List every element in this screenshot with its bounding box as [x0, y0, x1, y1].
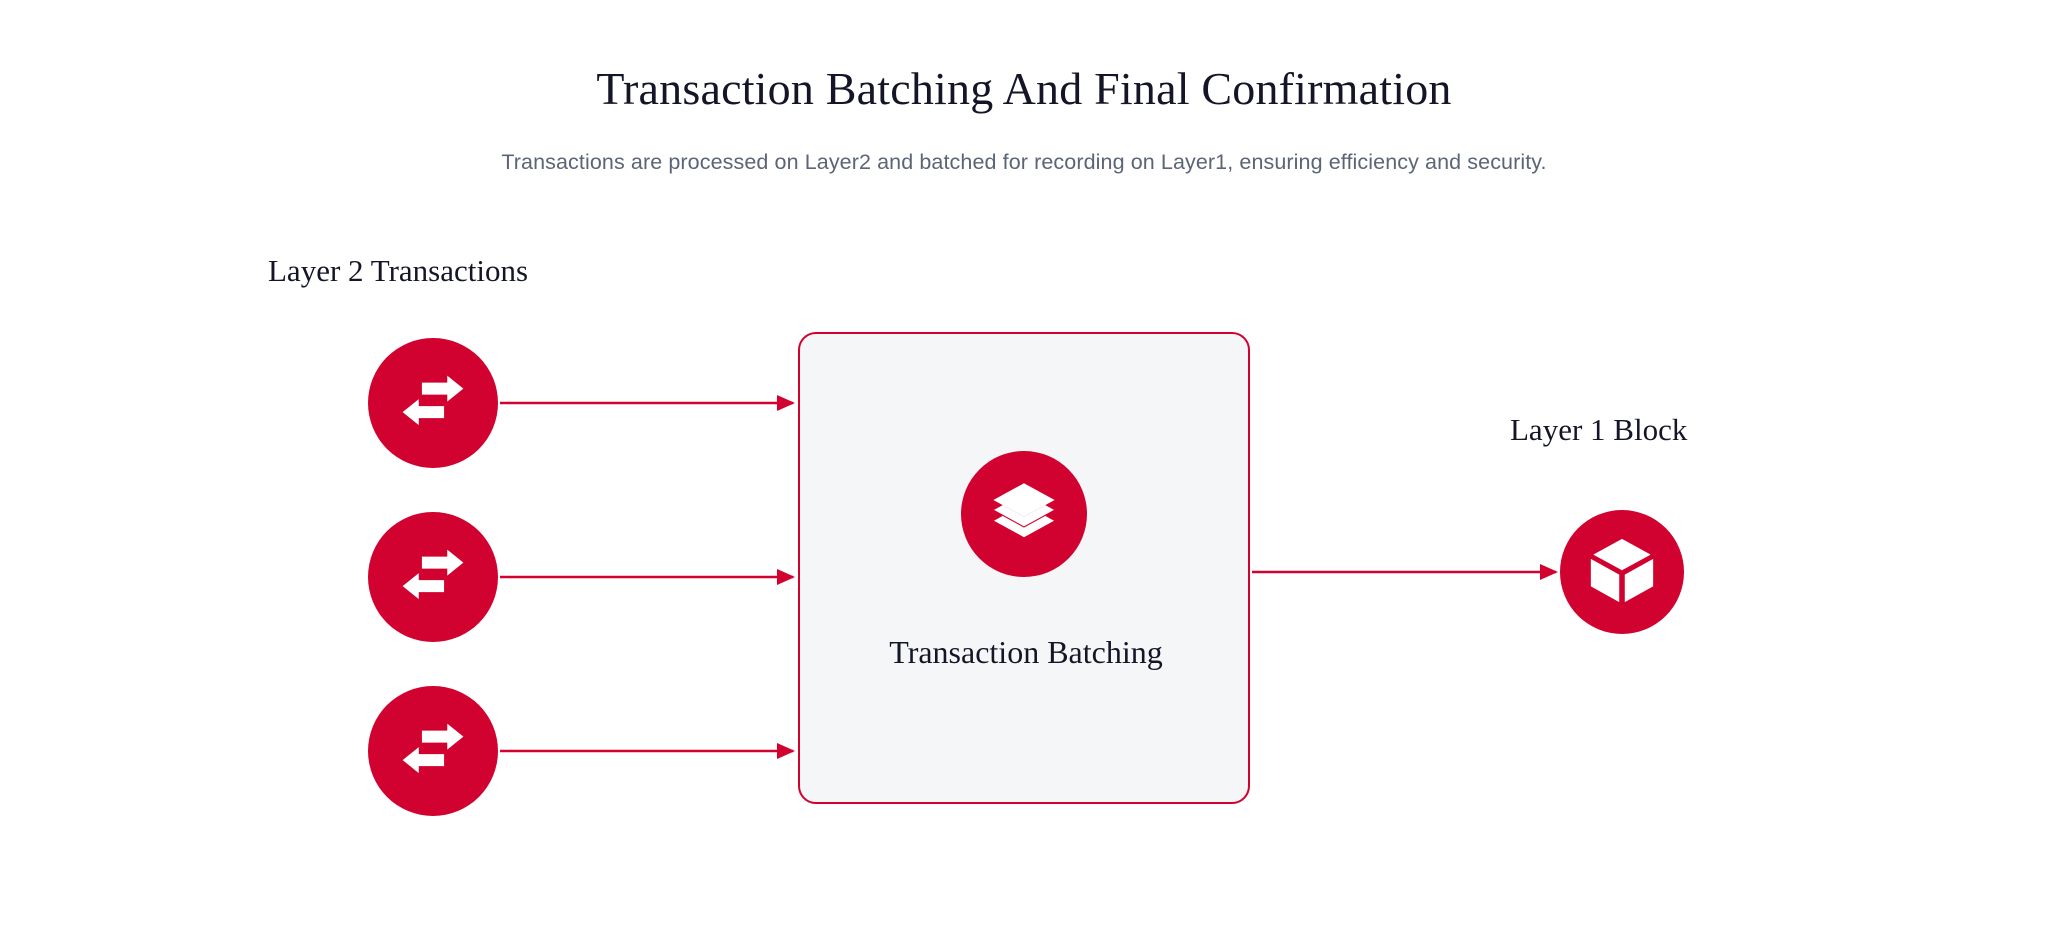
group-label-layer1-block: Layer 1 Block — [1510, 412, 1688, 447]
process-icon-badge — [961, 451, 1087, 577]
page-title: Transaction Batching And Final Confirmat… — [596, 63, 1452, 114]
layers-stack-icon — [988, 476, 1060, 553]
process-box-transaction-batching[interactable]: Transaction Batching — [798, 332, 1250, 804]
layer1-block-node[interactable] — [1560, 510, 1684, 634]
exchange-arrows-icon — [395, 537, 471, 618]
process-label: Transaction Batching — [889, 634, 1163, 670]
cube-block-icon — [1585, 533, 1659, 612]
group-label-layer2-transactions: Layer 2 Transactions — [268, 253, 529, 288]
transaction-node[interactable] — [368, 512, 498, 642]
exchange-arrows-icon — [395, 363, 471, 444]
page-subtitle: Transactions are processed on Layer2 and… — [501, 150, 1547, 174]
transaction-node[interactable] — [368, 338, 498, 468]
transaction-node[interactable] — [368, 686, 498, 816]
exchange-arrows-icon — [395, 711, 471, 792]
